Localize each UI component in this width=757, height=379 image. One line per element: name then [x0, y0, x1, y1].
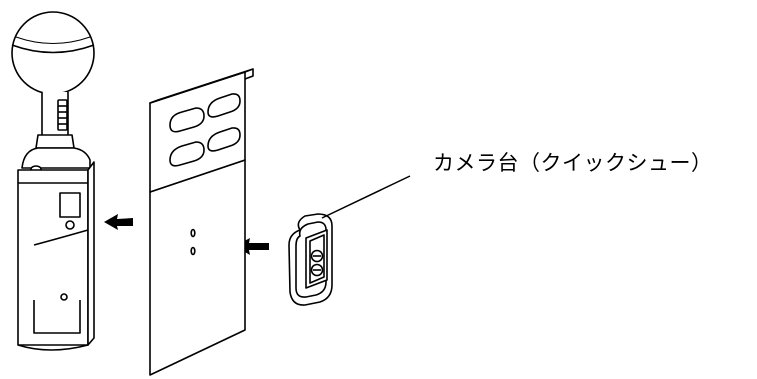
plate-holes — [190, 228, 196, 256]
meter-device — [11, 11, 95, 351]
plate-slots — [169, 93, 241, 167]
arrow-to-meter — [104, 214, 133, 230]
callout-leader-line — [321, 175, 411, 219]
plate-panel — [149, 159, 246, 376]
meter-body — [17, 147, 95, 351]
globe-sensor — [11, 11, 95, 95]
camera-quick-shoe — [288, 213, 333, 306]
callout-label: カメラ台（クイックシュー） — [433, 151, 713, 175]
mounting-plate — [149, 68, 254, 376]
sensor-neck — [35, 92, 75, 149]
